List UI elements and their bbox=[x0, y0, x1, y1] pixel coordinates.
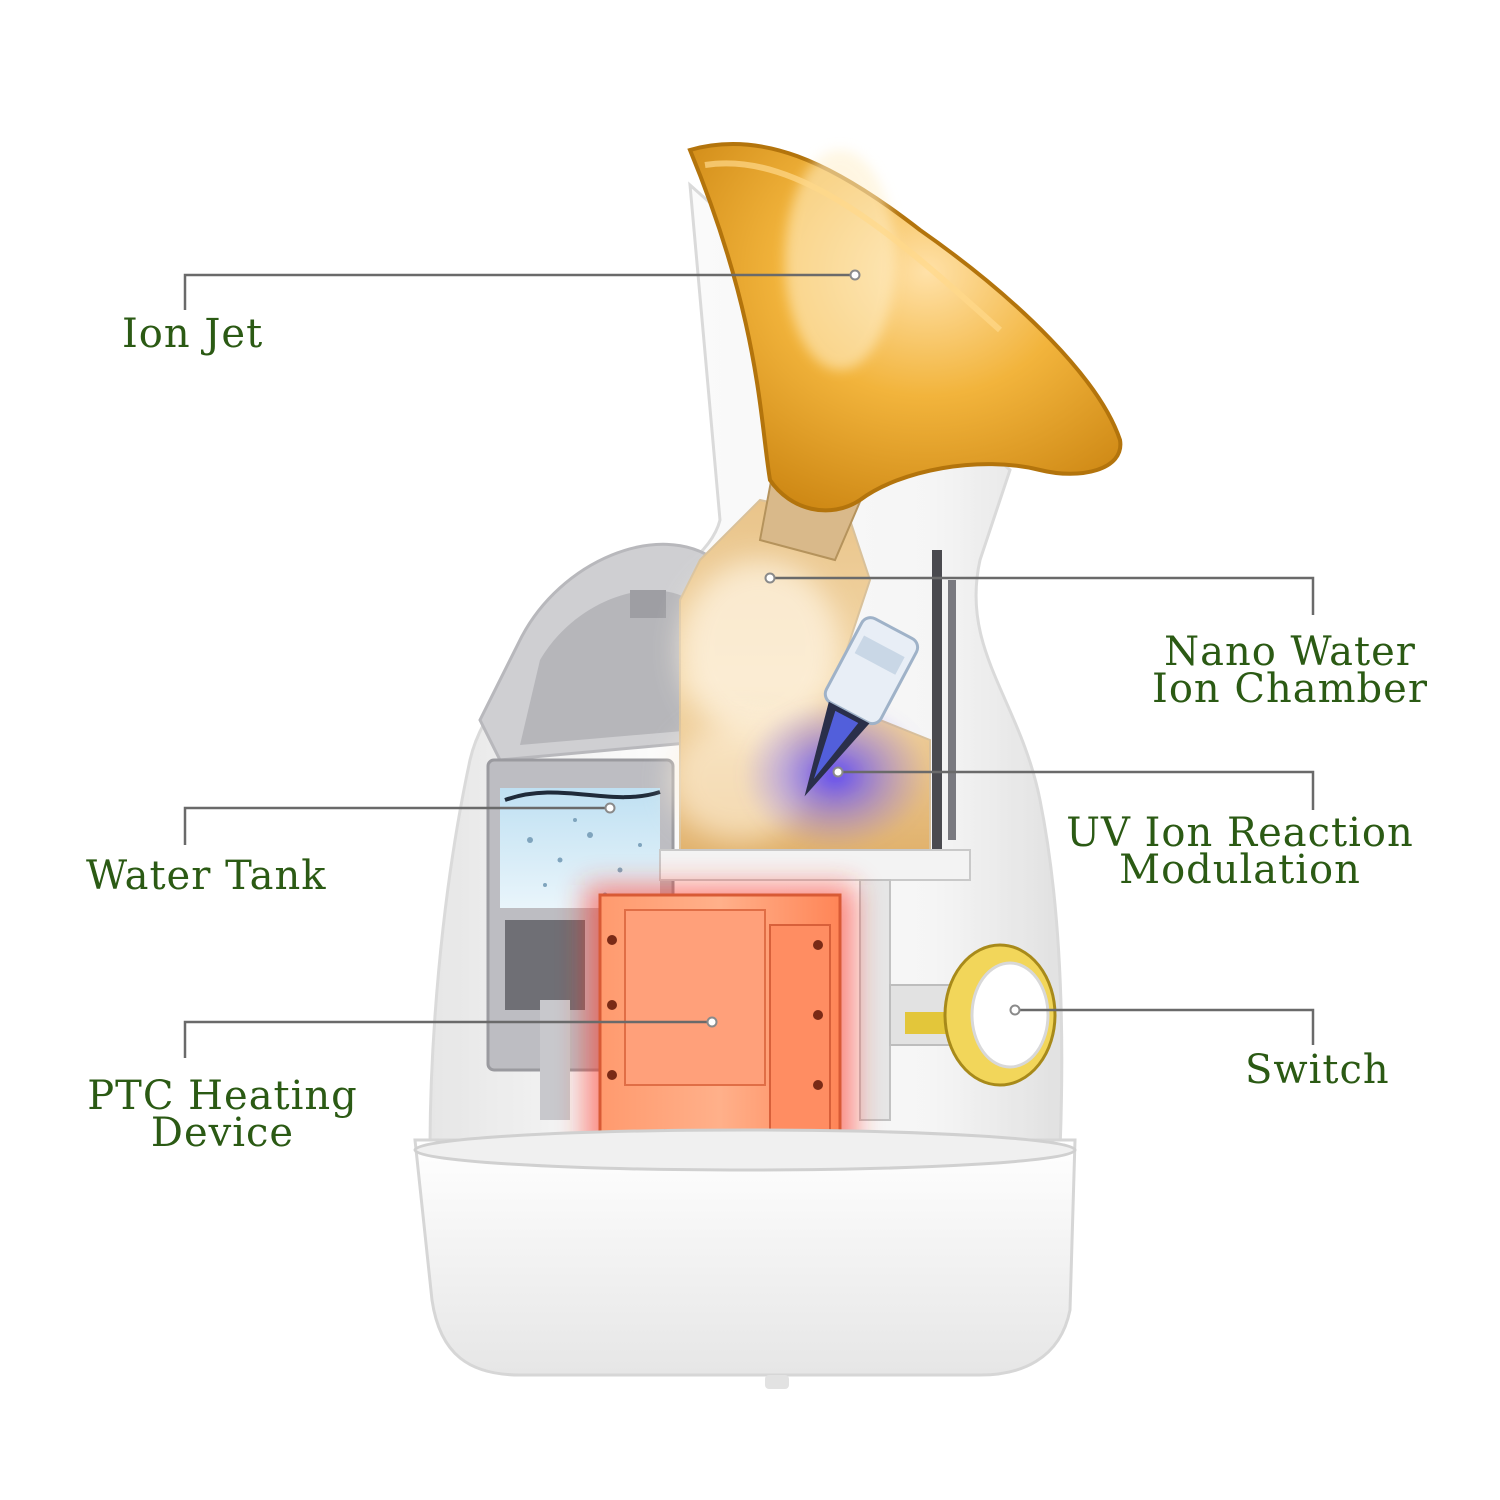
lid-clip bbox=[630, 590, 666, 618]
steamer-base bbox=[413, 1138, 1077, 1377]
label-ptc-heating-device: PTC Heating Device bbox=[85, 1073, 360, 1156]
leader-uv bbox=[838, 770, 1315, 810]
tank-lid-inner bbox=[520, 590, 695, 745]
leader-water-tank bbox=[183, 806, 610, 845]
chamber-frame bbox=[859, 879, 891, 1121]
support-rod-2 bbox=[948, 580, 956, 840]
label-nano-water-ion-chamber: Nano Water Ion Chamber bbox=[1150, 629, 1430, 712]
switch-assembly bbox=[889, 943, 1057, 1087]
label-nano-line1: Nano Water bbox=[1164, 629, 1416, 675]
tank-pump bbox=[505, 920, 585, 1010]
leader-dots bbox=[604, 269, 1021, 1028]
leader-ptc bbox=[183, 1020, 712, 1058]
uv-lamp bbox=[804, 616, 920, 797]
label-water-tank-text: Water Tank bbox=[86, 853, 327, 899]
label-switch-text: Switch bbox=[1245, 1047, 1390, 1093]
base-foot bbox=[765, 1375, 789, 1389]
label-switch: Switch bbox=[1245, 1047, 1390, 1093]
chamber-shelf bbox=[659, 849, 971, 881]
ion-jet-funnel bbox=[687, 142, 1123, 562]
tank-pipe bbox=[540, 1000, 570, 1120]
base-rim bbox=[413, 1128, 1077, 1172]
label-uv-ion-reaction-modulation: UV Ion Reaction Modulation bbox=[1060, 810, 1420, 893]
label-nano-line2: Ion Chamber bbox=[1152, 666, 1428, 712]
water-surface bbox=[504, 790, 661, 802]
leader-lines bbox=[183, 273, 1315, 1058]
label-uv-line2: Modulation bbox=[1119, 847, 1361, 893]
leader-ion-jet bbox=[183, 273, 855, 310]
label-water-tank: Water Tank bbox=[86, 853, 327, 899]
label-ion-jet: Ion Jet bbox=[122, 311, 264, 357]
label-uv-line1: UV Ion Reaction bbox=[1066, 810, 1414, 856]
support-rod bbox=[932, 550, 942, 850]
leader-switch bbox=[1015, 1008, 1315, 1045]
leader-nano-chamber bbox=[770, 576, 1315, 615]
label-ptc-line1: PTC Heating bbox=[87, 1073, 358, 1119]
label-ion-jet-text: Ion Jet bbox=[122, 311, 264, 357]
chamber-steam bbox=[680, 560, 840, 740]
heater-plate bbox=[624, 909, 766, 1086]
label-ptc-line2: Device bbox=[150, 1110, 295, 1156]
